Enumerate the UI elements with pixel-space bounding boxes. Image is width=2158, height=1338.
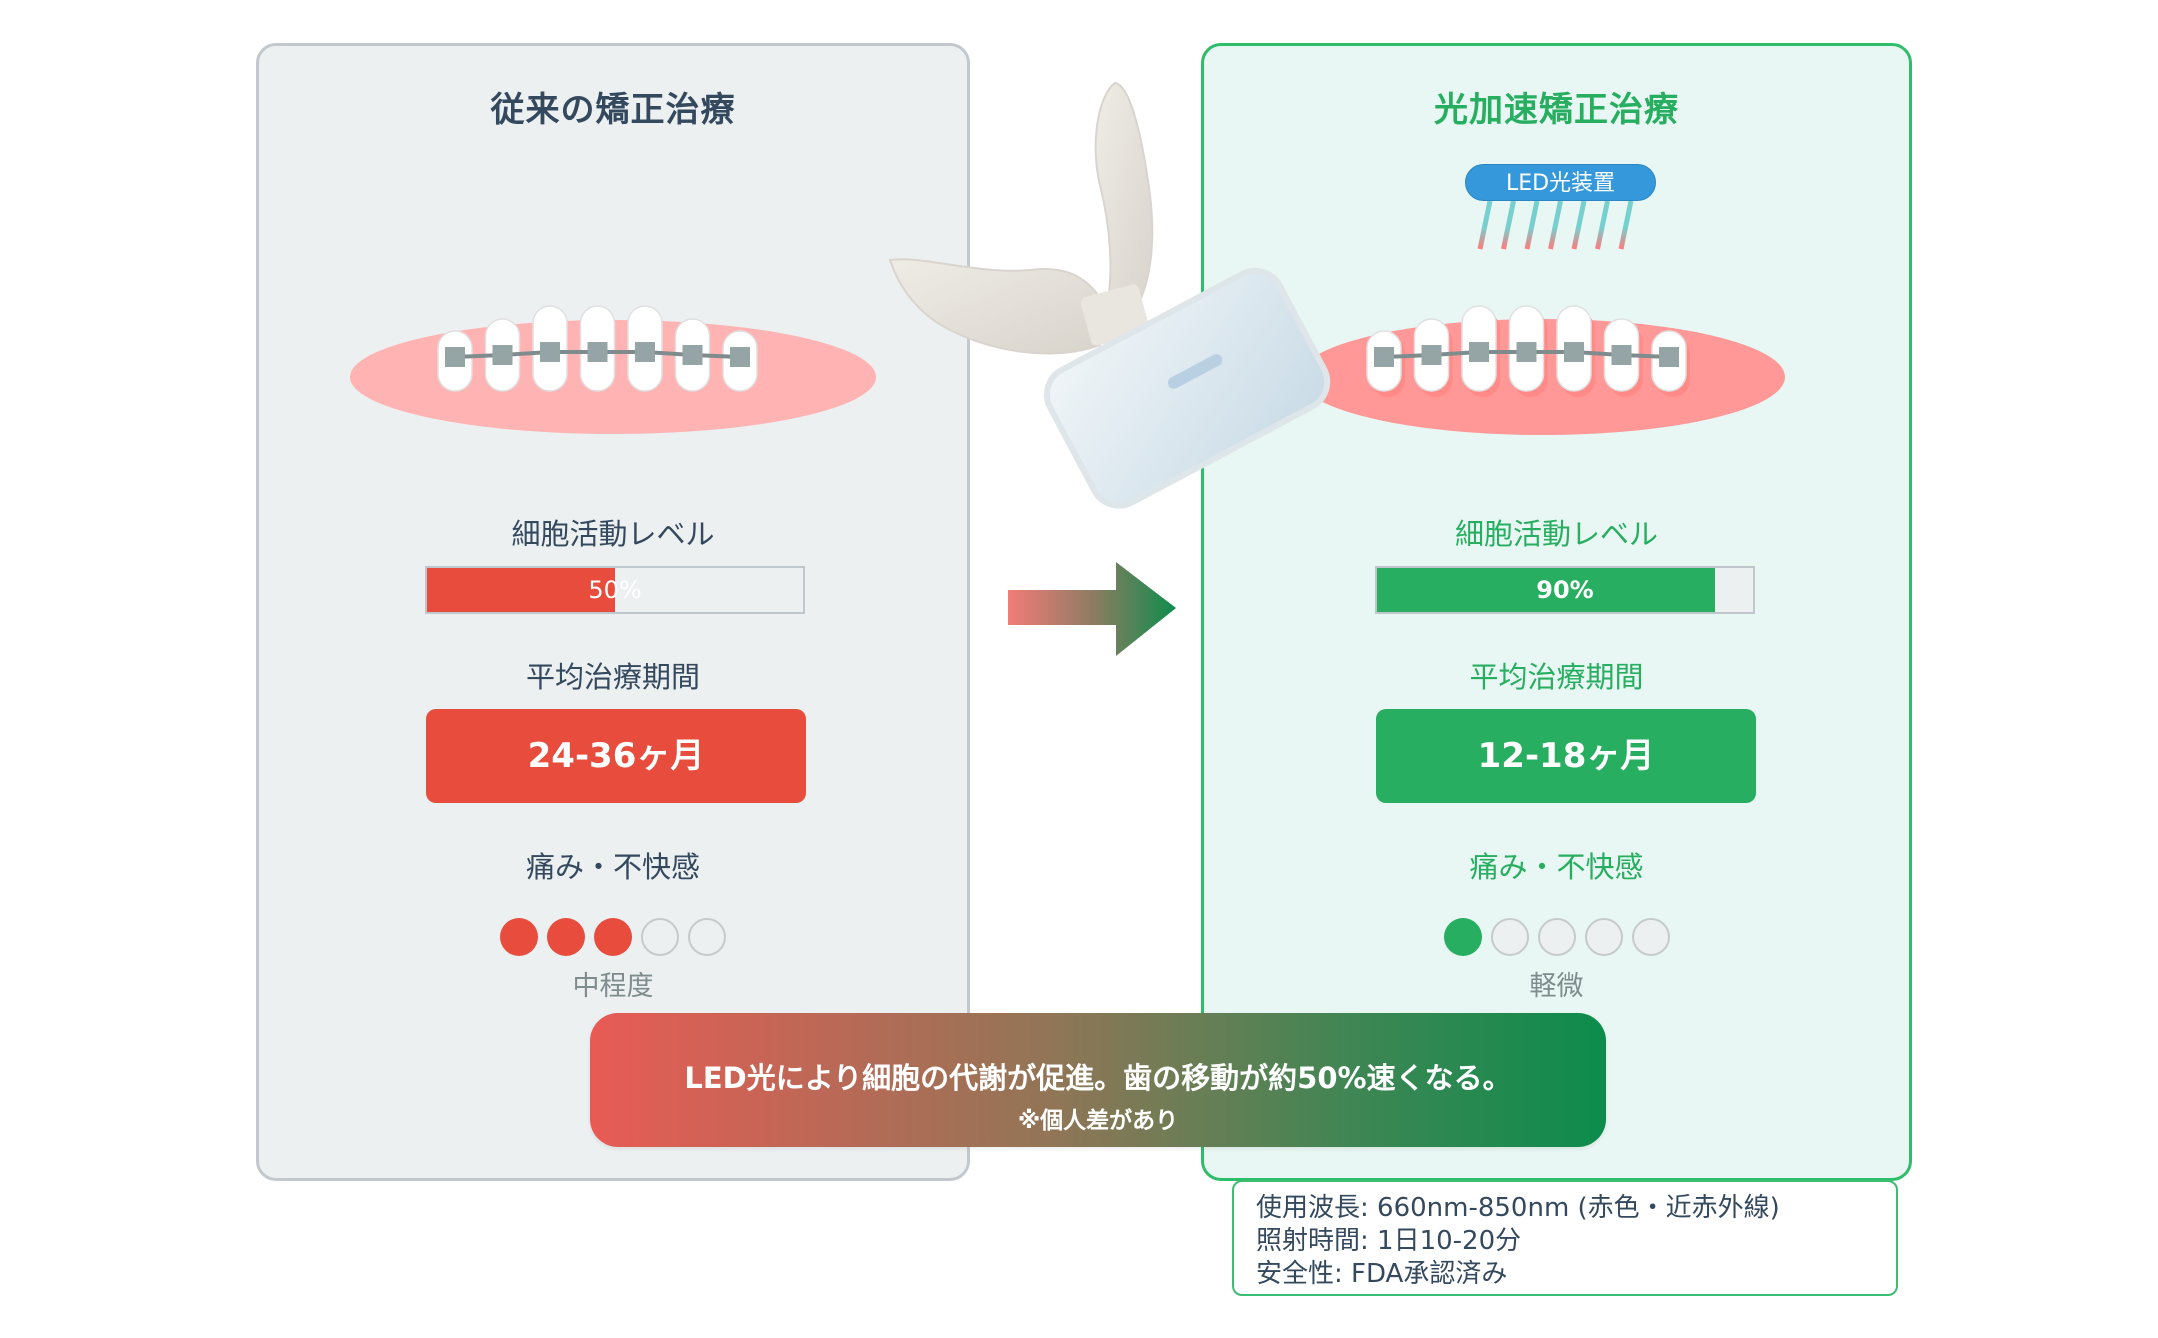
bracket	[1611, 345, 1632, 365]
teeth-braces-led-icon	[1299, 305, 1785, 435]
pain-dot-filled	[500, 918, 538, 956]
teeth-row	[437, 305, 758, 392]
callout-main-text: LED光により細胞の代謝が促進。歯の移動が約50%速くなる。	[684, 1061, 1512, 1095]
bracket	[540, 342, 560, 362]
pain-label: 痛み・不快感	[1469, 850, 1644, 884]
spec-safety: 安全性: FDA承認済み	[1256, 1259, 1508, 1289]
cell-activity-fill	[427, 568, 615, 612]
duration-value: 24-36ヶ月	[426, 709, 806, 803]
pain-dot-empty	[688, 918, 726, 956]
light-ray	[1595, 200, 1610, 250]
pain-severity-text: 中程度	[572, 971, 654, 1002]
bracket	[1516, 342, 1537, 362]
bracket	[1564, 342, 1584, 362]
arrow-right-icon	[1008, 562, 1176, 656]
accelerated-treatment-panel: 光加速矯正治療 LED光装置 細胞活動レベル 90% 平均治療期間 12-18ヶ…	[1201, 43, 1912, 1181]
bracket	[1421, 345, 1442, 365]
led-device-badge: LED光装置	[1465, 164, 1656, 201]
pain-dot-filled	[594, 918, 632, 956]
light-ray	[1571, 200, 1587, 250]
bracket	[1374, 347, 1394, 367]
cell-activity-value: 90%	[1536, 576, 1594, 604]
teeth-braces-icon	[350, 305, 876, 434]
bracket	[730, 347, 750, 367]
callout-note: ※個人差があり	[1017, 1108, 1179, 1134]
bracket	[682, 345, 703, 365]
light-ray	[1618, 200, 1634, 250]
pain-dot-empty	[1490, 918, 1529, 956]
duration-label: 平均治療期間	[525, 660, 700, 694]
bracket	[635, 342, 655, 362]
duration-value: 12-18ヶ月	[1376, 709, 1756, 803]
bracket	[587, 342, 608, 362]
cell-activity-bar: 50%	[425, 566, 805, 614]
bracket	[1659, 347, 1679, 367]
light-ray	[1548, 200, 1563, 250]
pain-dot-filled	[1443, 918, 1482, 956]
led-mouthpiece-device	[888, 81, 1331, 509]
conventional-title: 従来の矯正治療	[490, 90, 736, 130]
conventional-treatment-panel: 従来の矯正治療 細胞活動レベル 50% 平均治療期間 24-36ヶ月 痛み・不快…	[256, 43, 970, 1181]
spec-duration: 照射時間: 1日10-20分	[1256, 1226, 1522, 1256]
cell-activity-value: 50%	[588, 576, 642, 604]
pain-dot-empty	[1537, 918, 1576, 956]
bracket	[445, 347, 465, 367]
pain-dot-filled	[547, 918, 585, 956]
light-ray	[1524, 200, 1540, 250]
pain-severity-text: 軽微	[1529, 971, 1584, 1002]
light-ray	[1477, 200, 1493, 250]
cell-activity-label: 細胞活動レベル	[1454, 517, 1658, 551]
led-light-rays-icon	[1477, 200, 1634, 250]
pain-dot-empty	[641, 918, 679, 956]
teeth-row	[1366, 305, 1690, 397]
cell-activity-fill	[1377, 568, 1716, 612]
accelerated-title: 光加速矯正治療	[1434, 90, 1679, 130]
pain-label: 痛み・不快感	[525, 850, 700, 884]
bracket	[1469, 342, 1489, 362]
pain-rating	[259, 918, 967, 956]
spec-wavelength: 使用波長: 660nm-850nm (赤色・近赤外線)	[1256, 1193, 1780, 1223]
specs-box: 使用波長: 660nm-850nm (赤色・近赤外線) 照射時間: 1日10-2…	[1232, 1180, 1898, 1296]
pain-dot-empty	[1584, 918, 1623, 956]
cell-activity-label: 細胞活動レベル	[511, 517, 715, 551]
benefit-callout: LED光により細胞の代謝が促進。歯の移動が約50%速くなる。 ※個人差があり	[590, 1013, 1606, 1147]
cell-activity-bar: 90%	[1375, 566, 1755, 614]
pain-dot-empty	[1631, 918, 1670, 956]
light-ray	[1501, 200, 1516, 250]
duration-label: 平均治療期間	[1469, 660, 1644, 694]
bracket	[492, 345, 513, 365]
pain-rating	[1204, 918, 1909, 956]
